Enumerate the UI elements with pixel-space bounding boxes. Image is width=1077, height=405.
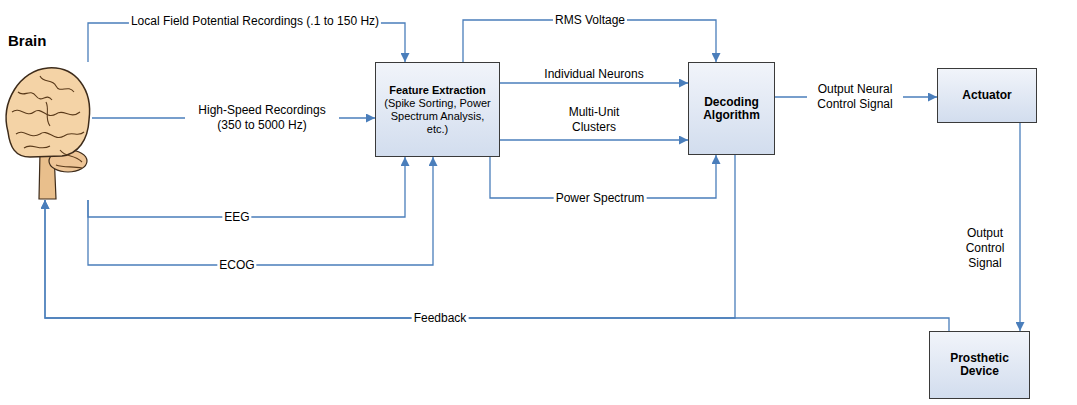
process-box: Decoding Algorithm <box>688 62 775 155</box>
signal-connector <box>88 157 405 217</box>
signal-label: Feedback <box>412 311 469 326</box>
signal-connector <box>88 157 433 265</box>
signal-label: Local Field Potential Recordings (.1 to … <box>129 14 381 29</box>
node-title: Brain <box>8 32 46 49</box>
signal-label: Output Neural Control Signal <box>807 82 903 112</box>
node-title: Actuator <box>962 89 1011 102</box>
signal-connector <box>500 139 688 140</box>
signal-label: EEG <box>222 210 251 225</box>
node-title: Prosthetic Device <box>934 352 1025 378</box>
signal-label: Multi-Unit Clusters <box>552 105 636 135</box>
process-box: Actuator <box>937 68 1037 123</box>
node-body: (Spike Sorting, Power Spectrum Analysis,… <box>380 97 495 136</box>
device-box: Prosthetic Device <box>929 331 1030 399</box>
signal-label: RMS Voltage <box>553 13 627 28</box>
signal-connector <box>500 82 688 83</box>
node-title: Decoding Algorithm <box>693 96 770 122</box>
signal-connector <box>88 23 405 62</box>
process-box: Feature Extraction(Spike Sorting, Power … <box>375 62 500 157</box>
signal-connector <box>45 200 949 331</box>
signal-label: Individual Neurons <box>542 67 645 82</box>
signal-connector <box>45 155 735 318</box>
signal-label: ECOG <box>217 258 256 273</box>
signal-connector <box>1019 123 1020 331</box>
brain-drawing <box>6 68 89 199</box>
signal-label: Power Spectrum <box>554 191 647 206</box>
signal-label: Output Control Signal <box>953 226 1017 271</box>
signal-label: High-Speed Recordings (350 to 5000 Hz) <box>185 103 339 133</box>
node-title: Feature Extraction <box>389 84 486 97</box>
brain-node: Brain <box>0 62 92 200</box>
